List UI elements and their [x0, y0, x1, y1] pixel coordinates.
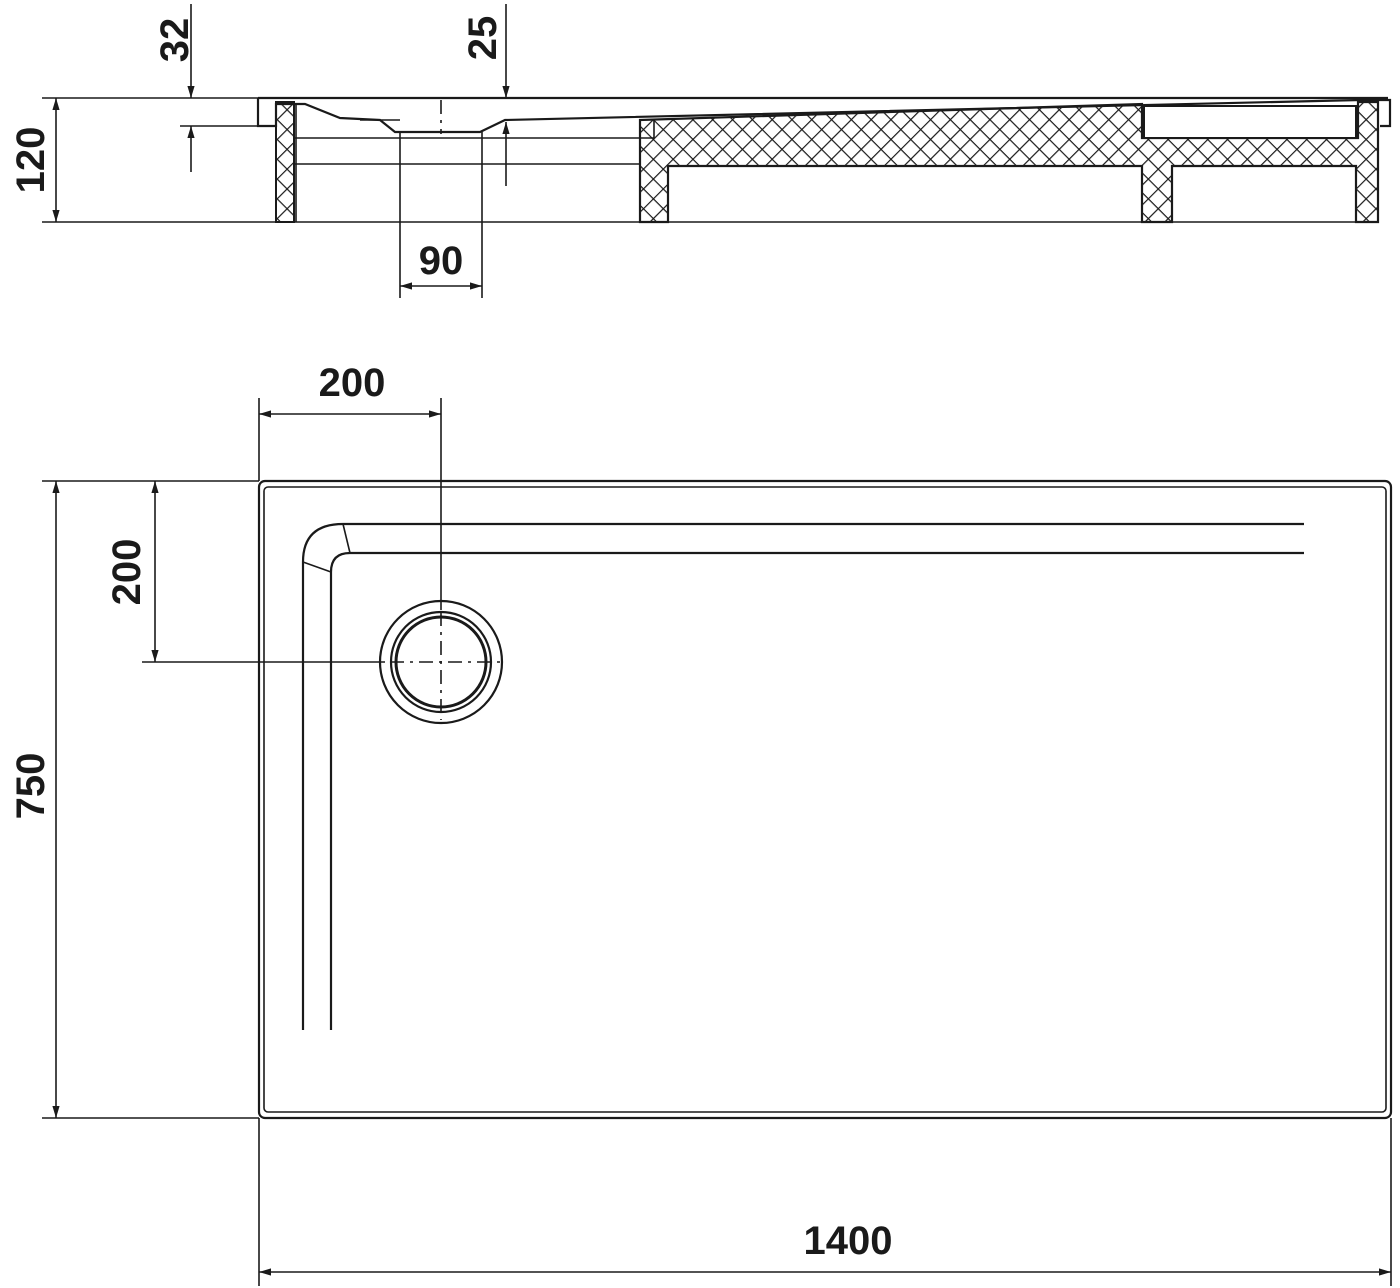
groove-corner-seam-2	[302, 561, 332, 573]
groove-corner-seam-1	[342, 523, 351, 554]
dim-label-width: 750	[9, 753, 53, 820]
channel-groove-outer	[301, 522, 1304, 1030]
dim-label-drain-offset-y: 200	[105, 539, 149, 606]
dim-label-rim-depth: 32	[153, 18, 197, 63]
channel-groove-inner	[329, 551, 1304, 1030]
tray-outline	[257, 479, 1393, 1120]
frame-cutout	[1143, 105, 1357, 139]
tray-surface-profile	[296, 98, 1392, 134]
plan-view: 200 200 750 1400	[9, 361, 1393, 1286]
dim-label-drain-depth: 25	[461, 16, 505, 61]
dim-label-length: 1400	[804, 1219, 893, 1263]
frame-step	[640, 120, 655, 139]
tray-inner-rim	[263, 486, 1387, 1113]
dim-label-drain-width: 90	[419, 239, 464, 283]
dim-label-total-height: 120	[9, 127, 53, 194]
section-view: 120 32 25 90	[9, 4, 1392, 298]
left-support-hatch	[275, 101, 295, 223]
dim-label-drain-offset-x: 200	[319, 361, 386, 405]
